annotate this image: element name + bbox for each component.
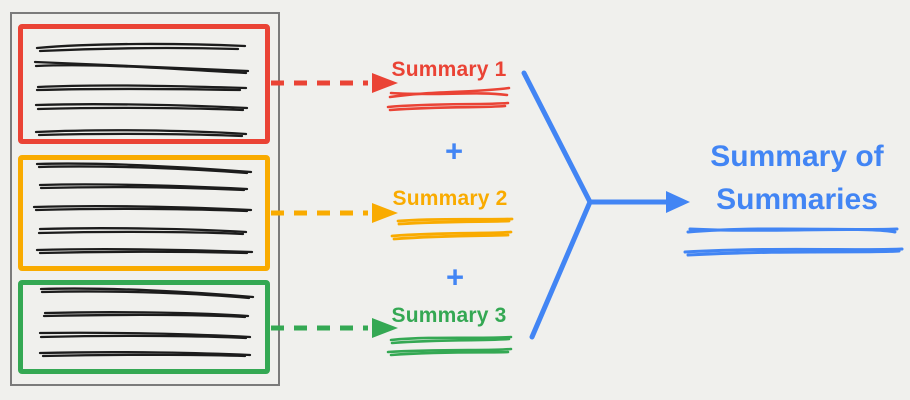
summary-1-scribble	[386, 86, 511, 112]
chunk-2-arrow	[271, 203, 398, 223]
summary-3-label: Summary 3	[391, 304, 507, 327]
chunk-2-text-scribbles	[32, 162, 254, 255]
chunk-1-text-scribbles	[33, 42, 250, 138]
plus-operator-1: +	[444, 133, 464, 169]
chunk-1-arrow	[271, 73, 398, 93]
chunk-3-text-scribbles	[38, 287, 255, 358]
chunk-3-arrowhead-icon	[372, 318, 398, 338]
source-document-box	[10, 12, 280, 386]
summary-2-label: Summary 2	[392, 187, 508, 210]
chunk-1-box	[18, 24, 270, 144]
chunk-3-arrow	[271, 318, 398, 338]
plus-operator-2: +	[445, 259, 465, 295]
summary-2-scribble	[390, 217, 514, 241]
summary-3-scribble	[386, 335, 513, 357]
final-summary-label: Summary of Summaries	[710, 140, 884, 216]
chunk-1-arrowhead-icon	[372, 73, 398, 93]
chunk-2-arrowhead-icon	[372, 203, 398, 223]
chunk-3-box	[18, 280, 270, 374]
final-summary-scribble	[683, 227, 904, 257]
chunk-2-box	[18, 155, 270, 271]
merge-arrowhead-icon	[666, 191, 690, 213]
merge-connector	[521, 70, 690, 340]
summary-1-label: Summary 1	[391, 58, 507, 81]
